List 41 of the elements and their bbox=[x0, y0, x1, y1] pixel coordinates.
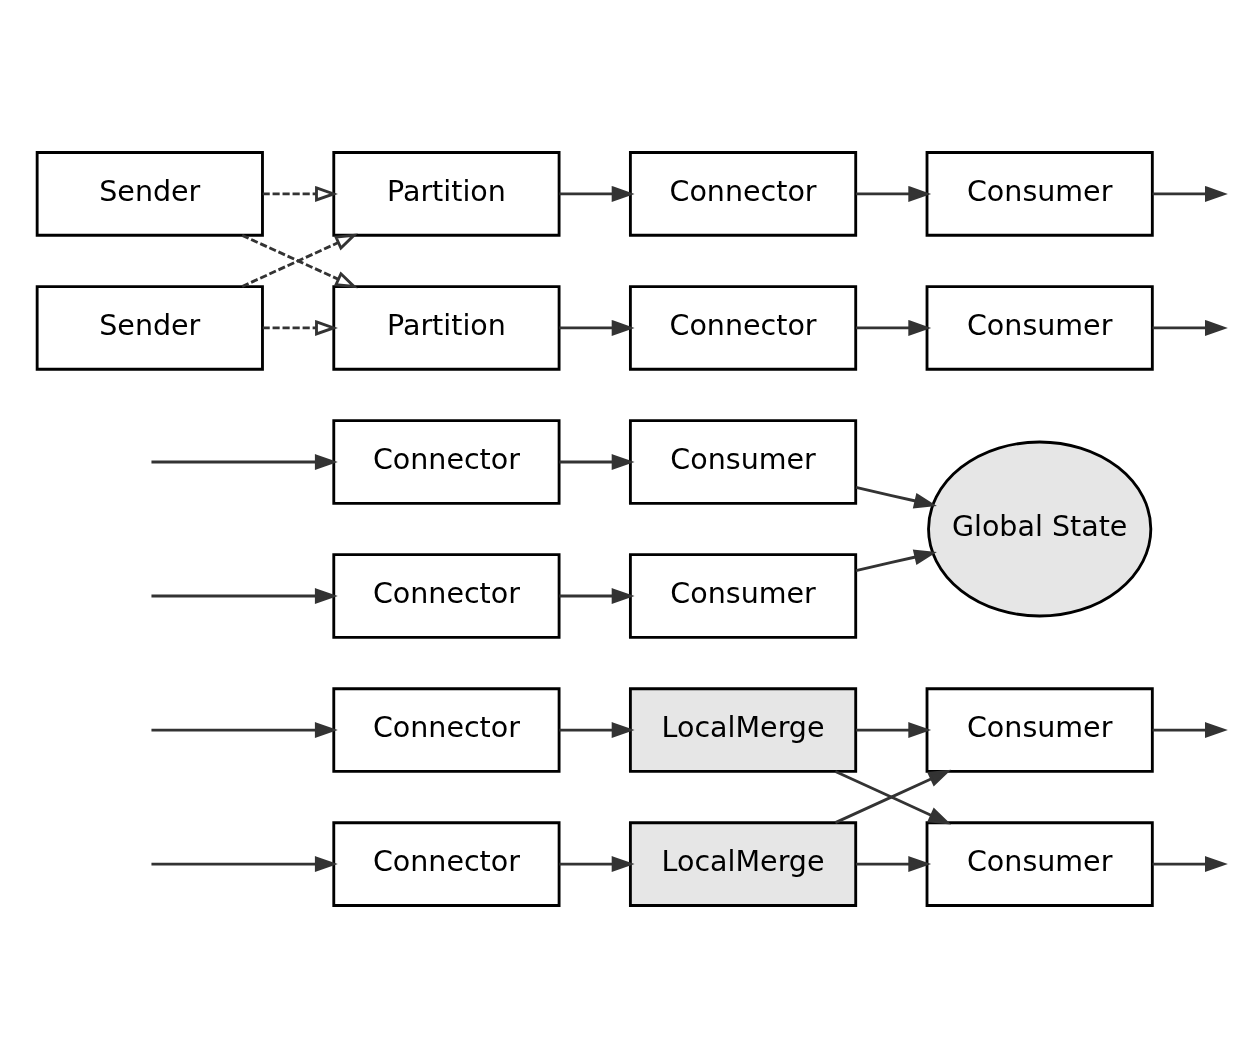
node-box: LocalMerge bbox=[628, 687, 858, 773]
node-box: Sender bbox=[35, 285, 264, 371]
arrow bbox=[559, 185, 635, 202]
arrow bbox=[262, 185, 338, 202]
arrow bbox=[855, 549, 937, 572]
node-box: Partition bbox=[332, 285, 561, 371]
node-box: Connector bbox=[332, 553, 561, 639]
arrow bbox=[855, 319, 932, 336]
arrow bbox=[559, 454, 635, 470]
arrow bbox=[151, 856, 338, 873]
node-box: Consumer bbox=[628, 553, 858, 639]
node-box: Connector bbox=[628, 151, 858, 237]
node-box: Sender bbox=[35, 151, 264, 237]
arrow bbox=[855, 185, 932, 202]
arrow bbox=[559, 319, 635, 336]
arrow bbox=[262, 319, 338, 336]
node-box: Connector bbox=[332, 419, 561, 505]
node-ellipse: Global State bbox=[927, 440, 1153, 618]
node-box: Connector bbox=[332, 687, 561, 773]
arrow bbox=[1152, 722, 1228, 739]
node-box: Consumer bbox=[925, 285, 1154, 371]
node-box: Consumer bbox=[925, 821, 1154, 907]
arrow bbox=[151, 722, 338, 739]
node-box: LocalMerge bbox=[628, 821, 858, 907]
arrow bbox=[559, 856, 635, 873]
arrow bbox=[559, 588, 635, 604]
arrow bbox=[855, 486, 937, 509]
arrow bbox=[559, 722, 635, 739]
node-box: Connector bbox=[628, 285, 858, 371]
node-box: Consumer bbox=[628, 419, 858, 505]
arrow bbox=[1152, 319, 1228, 336]
node-box: Connector bbox=[332, 821, 561, 907]
node-box: Consumer bbox=[925, 151, 1154, 237]
arrow bbox=[151, 588, 338, 604]
arrow bbox=[151, 454, 338, 470]
node-box: Partition bbox=[332, 151, 561, 237]
arrow bbox=[1152, 185, 1228, 202]
node-box: Consumer bbox=[925, 687, 1154, 773]
arrow bbox=[855, 856, 932, 873]
arrow bbox=[855, 722, 932, 739]
arrow bbox=[1152, 856, 1228, 873]
